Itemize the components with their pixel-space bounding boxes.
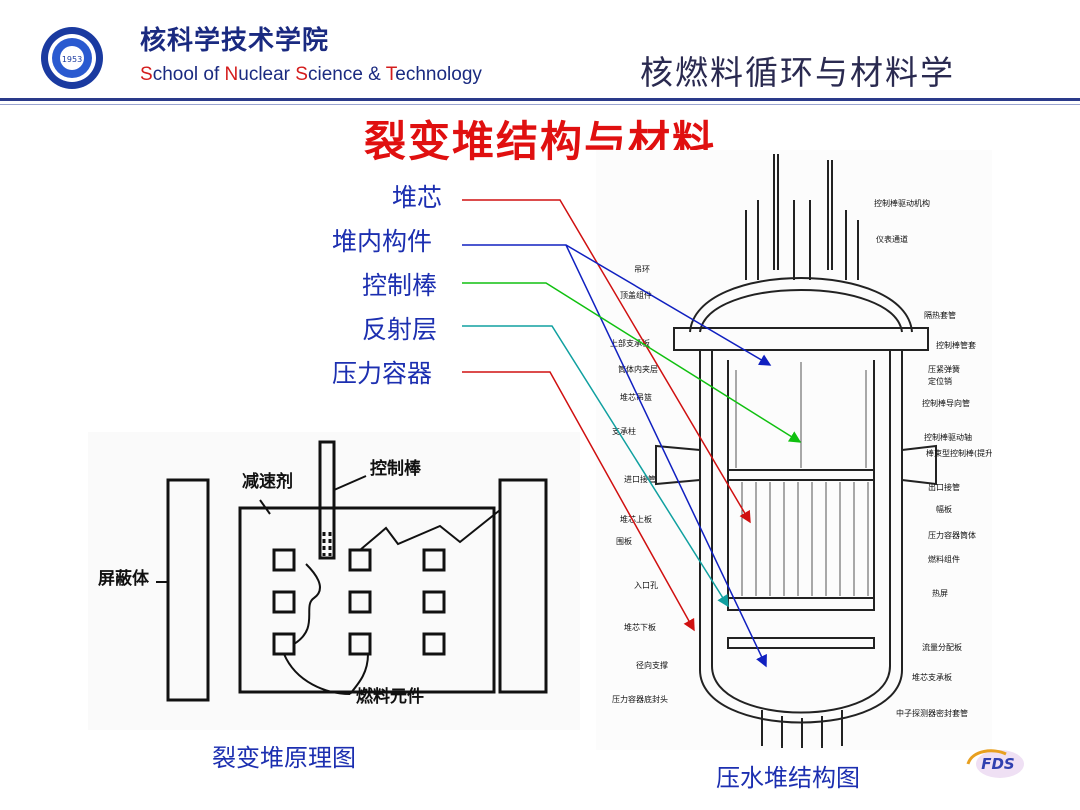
label-control-rod: 控制棒 xyxy=(362,271,438,300)
pwr-label-left: 上部支承板 xyxy=(610,338,650,348)
institute-name-en: School of Nuclear Science & Technology xyxy=(140,64,482,85)
principle-drawing: 减速剂 控制棒 屏蔽体 燃料元件 xyxy=(98,440,548,707)
university-logo-icon: 1953 xyxy=(41,27,103,89)
pwr-label-left: 堆芯下板 xyxy=(624,622,656,632)
label-core: 堆芯 xyxy=(392,183,443,212)
moderator-label: 减速剂 xyxy=(242,471,293,492)
fds-logo-icon: FDS xyxy=(966,749,1024,778)
principle-caption: 裂变堆原理图 xyxy=(212,744,356,772)
pwr-label-right: 仪表通道 xyxy=(876,234,908,244)
pwr-label-left: 进口接管 xyxy=(624,474,656,484)
course-title: 核燃料循环与材料学 xyxy=(640,53,955,92)
pwr-label-left: 入口孔 xyxy=(634,581,658,590)
pwr-label-right: 控制棒管套 xyxy=(936,340,976,350)
pwr-label-right: 热屏 xyxy=(932,588,948,598)
fuel-label: 燃料元件 xyxy=(356,686,424,707)
pwr-label-left: 堆芯上板 xyxy=(620,514,652,524)
pwr-label-right: 幅板 xyxy=(936,504,952,514)
pwr-label-left: 筒体内夹层 xyxy=(618,364,658,374)
header: 1953 核科学技术学院 School of Nuclear Science &… xyxy=(0,0,1080,112)
pwr-label-right: 定位销 xyxy=(928,376,952,386)
pwr-label-right: 隔热套管 xyxy=(924,310,956,320)
pwr-label-left: 压力容器底封头 xyxy=(612,694,668,704)
control-rod-shape xyxy=(318,440,336,560)
svg-text:1953: 1953 xyxy=(62,55,82,64)
fission-principle-diagram: 减速剂 控制棒 屏蔽体 燃料元件 xyxy=(88,432,580,730)
pwr-label-right: 棒束型控制棒(提升) xyxy=(926,448,992,458)
pwr-label-right: 出口接管 xyxy=(928,482,960,492)
pwr-label-left: 顶盖组件 xyxy=(620,290,652,300)
header-divider xyxy=(0,98,1080,101)
pwr-label-right: 堆芯支承板 xyxy=(912,672,952,682)
pwr-label-right: 控制棒驱动轴 xyxy=(924,432,972,442)
pwr-label-right: 压力容器筒体 xyxy=(928,530,976,540)
pwr-label-right: 控制棒驱动机构 xyxy=(874,198,930,208)
pwr-structure-diagram: 吊环 顶盖组件 上部支承板 筒体内夹层 堆芯吊篮 支承柱 进口接管 堆芯上板 围… xyxy=(596,150,996,750)
pwr-drawing: 吊环 顶盖组件 上部支承板 筒体内夹层 堆芯吊篮 支承柱 进口接管 堆芯上板 围… xyxy=(610,154,996,748)
pwr-label-right: 压紧弹簧 xyxy=(928,364,960,374)
shield-right xyxy=(498,478,548,694)
pwr-label-left: 围板 xyxy=(616,536,632,546)
control-rod-label: 控制棒 xyxy=(370,458,422,479)
header-divider-thin xyxy=(0,104,1080,105)
pwr-label-right: 燃料组件 xyxy=(928,554,960,564)
fds-logo-text: FDS xyxy=(981,755,1015,773)
pwr-caption: 压水堆结构图 xyxy=(716,764,860,792)
label-internals: 堆内构件 xyxy=(332,227,433,256)
pwr-label-left: 支承柱 xyxy=(612,426,636,436)
shield-left xyxy=(166,478,210,702)
pwr-label-left: 径向支撑 xyxy=(636,660,668,670)
pwr-label-right: 流量分配板 xyxy=(922,642,962,652)
institute-name-cn: 核科学技术学院 xyxy=(140,26,330,56)
shield-label: 屏蔽体 xyxy=(98,568,150,589)
pwr-label-right: 中子探测器密封套管 xyxy=(896,708,968,718)
pwr-right-labels: 控制棒驱动机构 仪表通道 隔热套管 控制棒管套 压紧弹簧 定位销 控制棒导向管 … xyxy=(874,198,996,718)
label-pressure-vessel: 压力容器 xyxy=(332,359,433,388)
pwr-label-right: 控制棒导向管 xyxy=(922,398,970,408)
pwr-label-left: 吊环 xyxy=(634,265,650,274)
pwr-label-left: 堆芯吊篮 xyxy=(620,392,652,402)
label-reflector: 反射层 xyxy=(362,315,438,344)
